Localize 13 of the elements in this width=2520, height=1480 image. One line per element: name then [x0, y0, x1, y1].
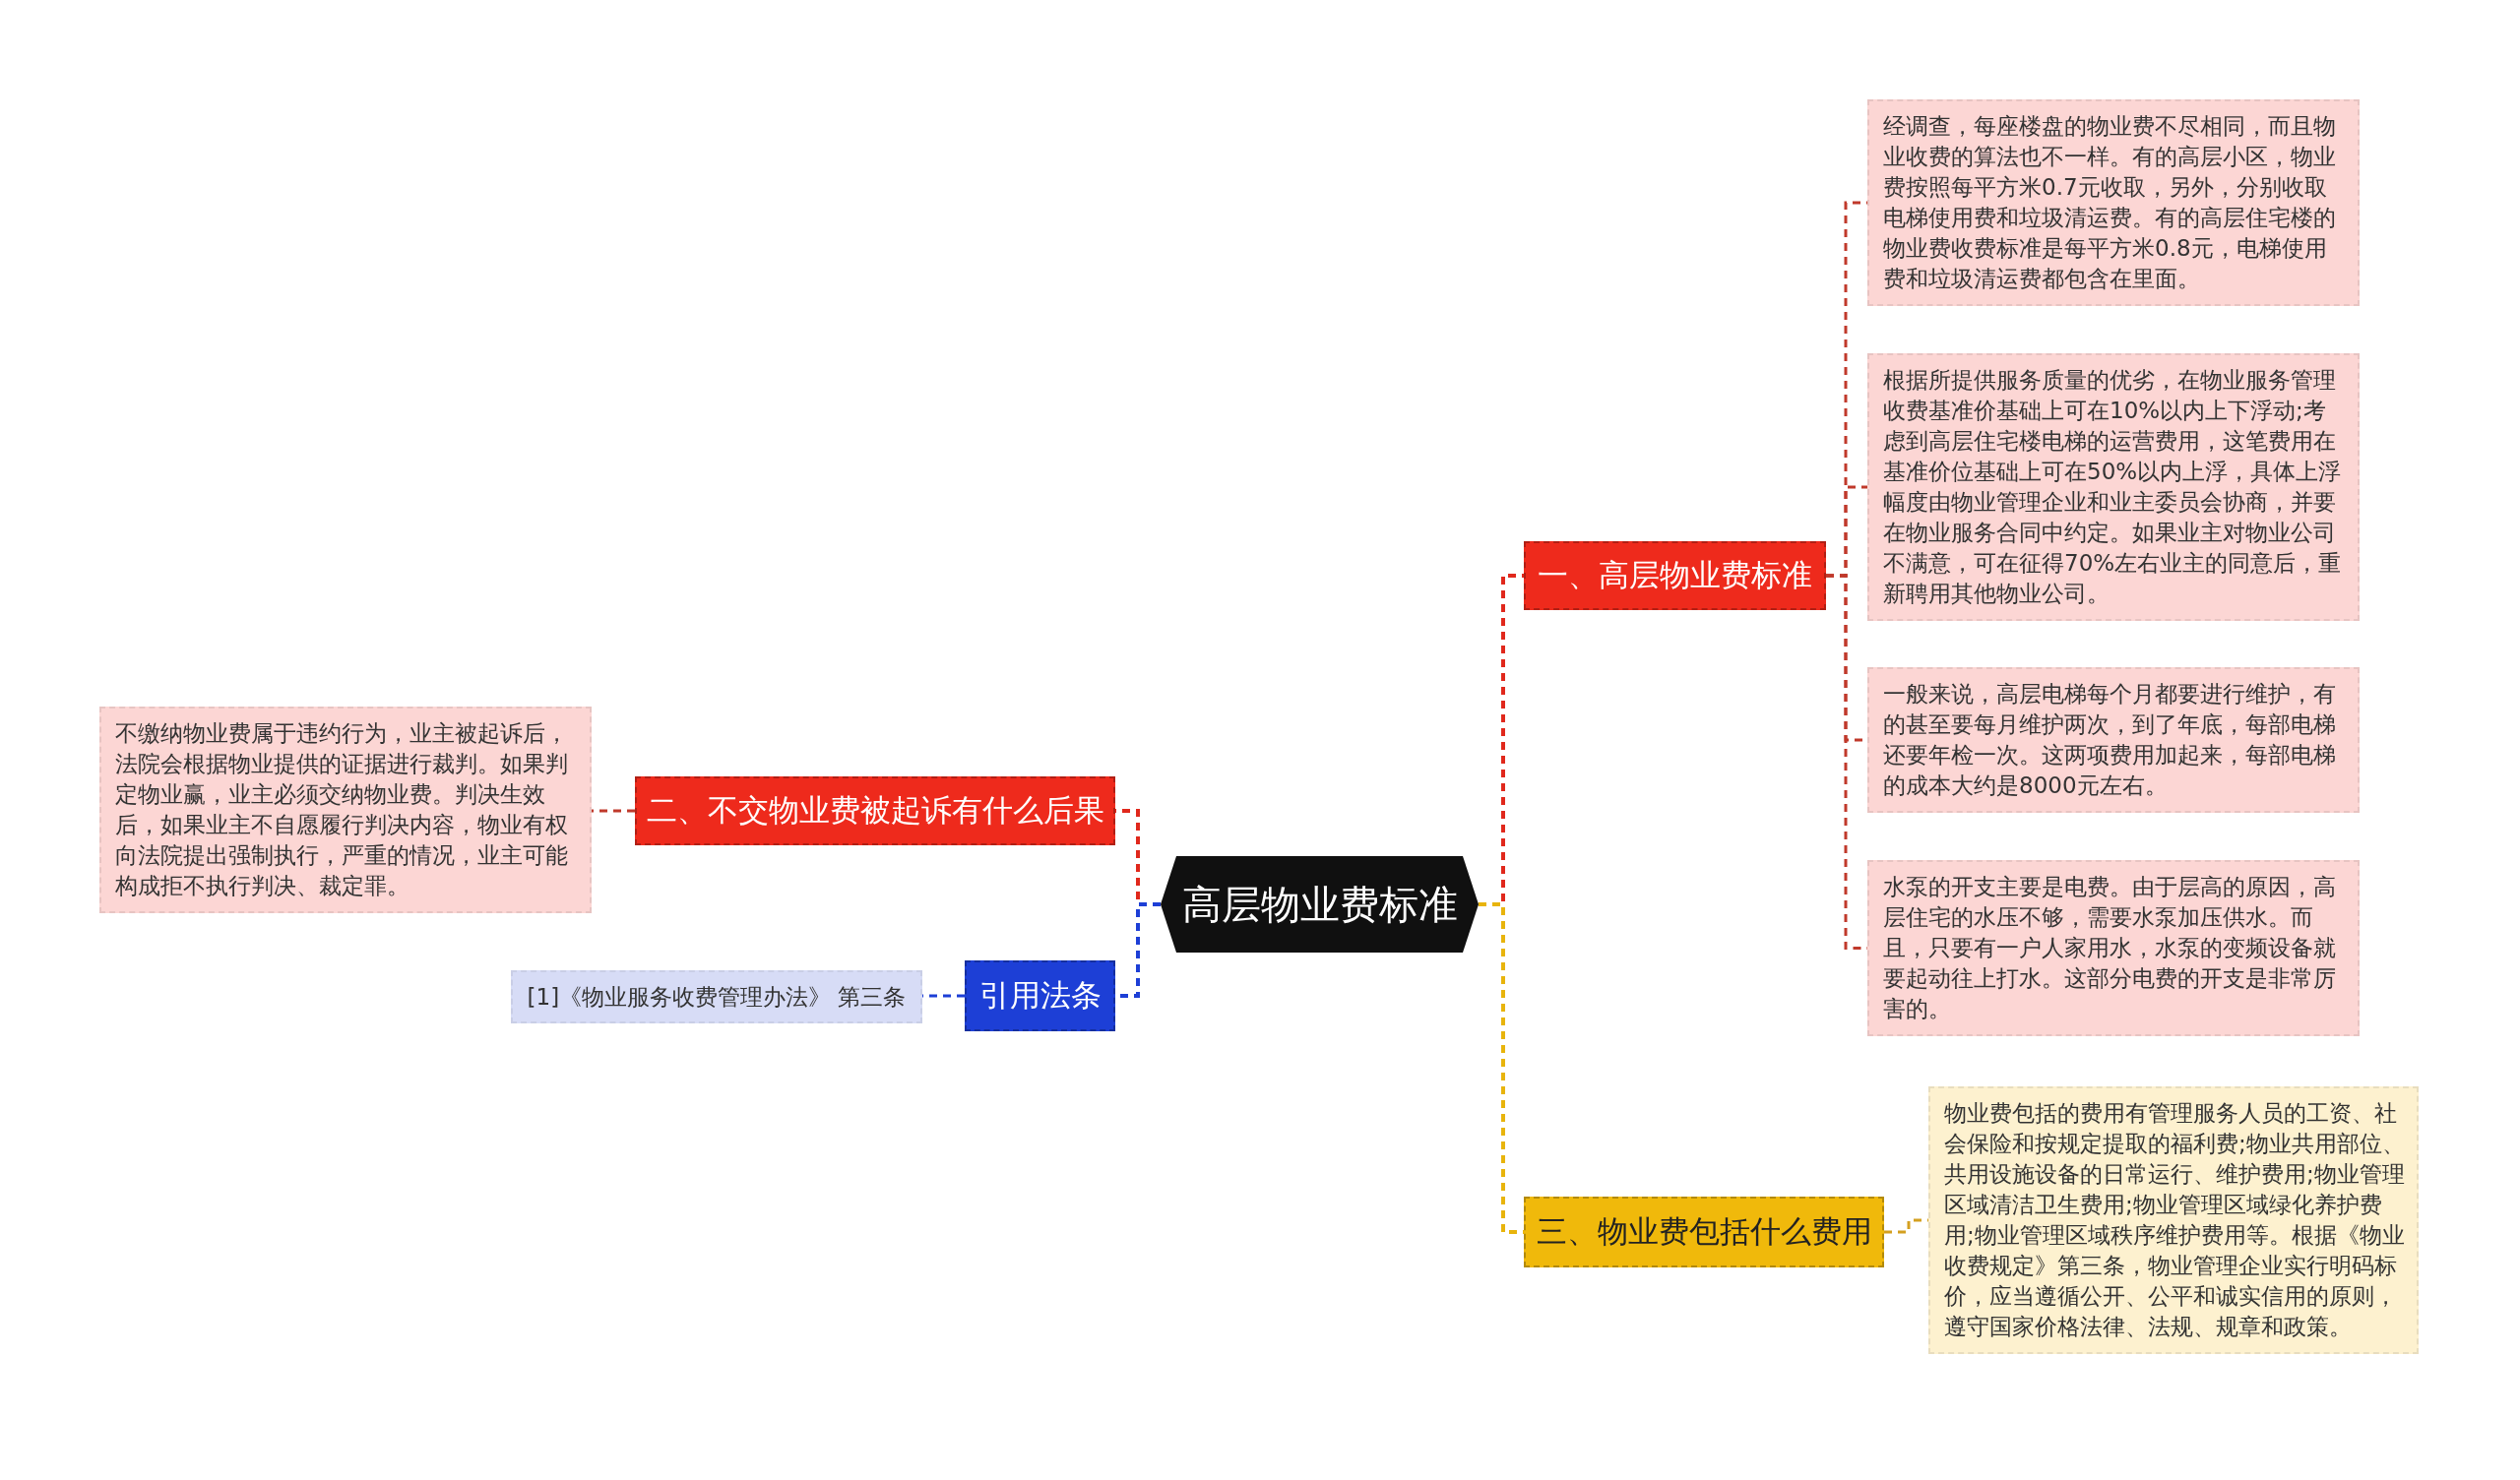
branch-topic: 二、不交物业费被起诉有什么后果	[635, 776, 1115, 845]
note-card: 不缴纳物业费属于违约行为，业主被起诉后，法院会根据物业提供的证据进行裁判。如果判定物业赢，业主必须交纳物业费。判决生效后，如果业主不自愿履行判决内容，物业有权向法院提出强制执行，严重的情况，业主可能构成拒不执行判决、裁定罪。	[99, 707, 592, 913]
note-card: 经调查，每座楼盘的物业费不尽相同，而且物业收费的算法也不一样。有的高层小区，物业费按照每平方米0.7元收取，另外，分别收取电梯使用费和垃圾清运费。有的高层住宅楼的物业费收费标准是每平方米0.8元，电梯使用费和垃圾清运费都包含在里面。	[1867, 99, 2360, 306]
note-card: 根据所提供服务质量的优劣，在物业服务管理收费基准价基础上可在10%以内上下浮动;考虑到高层住宅楼电梯的运营费用，这笔费用在基准价位基础上可在50%以内上浮，具体上浮幅度由物业管理企业和业主委员会协商，并要在物业服务合同中约定。如果业主对物业公司不满意，可在征得70%左右业主的同意后，重新聘用其他物业公司。	[1867, 353, 2360, 621]
central-topic: 高层物业费标准	[1161, 856, 1479, 953]
citation-card: [1]《物业服务收费管理办法》 第三条	[511, 970, 922, 1023]
branch-topic: 引用法条	[965, 960, 1115, 1031]
branch-topic: 一、高层物业费标准	[1524, 541, 1826, 610]
branch-topic: 三、物业费包括什么费用	[1524, 1197, 1884, 1267]
note-card: 物业费包括的费用有管理服务人员的工资、社会保险和按规定提取的福利费;物业共用部位、共用设施设备的日常运行、维护费用;物业管理区域清洁卫生费用;物业管理区域绿化养护费用;物业管理区域秩序维护费用等。根据《物业收费规定》第三条，物业管理企业实行明码标价，应当遵循公开、公平和诚实信用的原则，遵守国家价格法律、法规、规章和政策。	[1928, 1086, 2419, 1354]
connector	[592, 809, 635, 813]
note-card: 水泵的开支主要是电费。由于层高的原因，高层住宅的水压不够，需要水泵加压供水。而且，只要有一户人家用水，水泵的变频设备就要起动往上打水。这部分电费的开支是非常厉害的。	[1867, 860, 2360, 1036]
note-card: 一般来说，高层电梯每个月都要进行维护，有的甚至要每月维护两次，到了年底，每部电梯还要年检一次。这两项费用加起来，每部电梯的成本大约是8000元左右。	[1867, 667, 2360, 813]
